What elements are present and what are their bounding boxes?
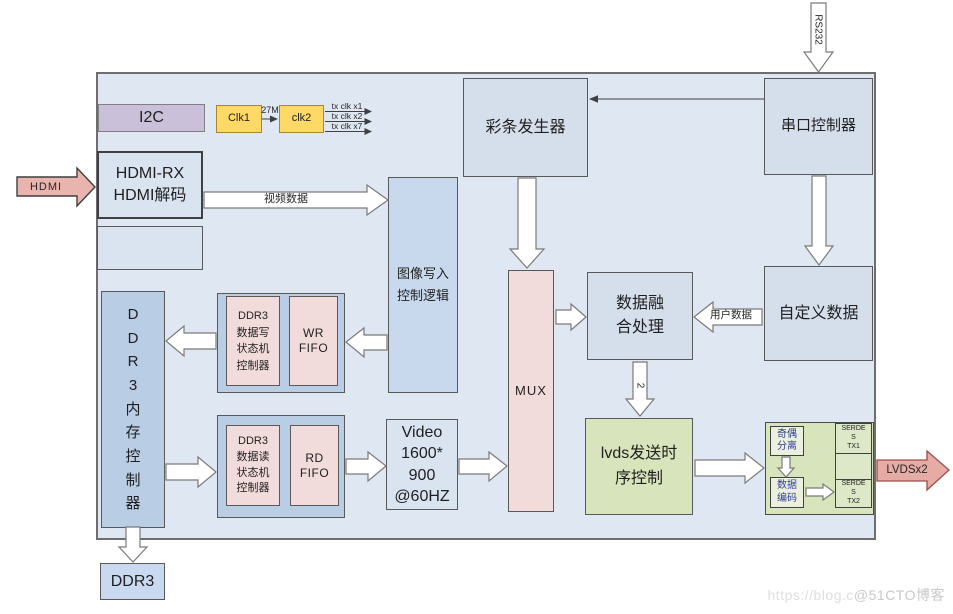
video-data-label: 视频数据 bbox=[264, 193, 308, 205]
hdmi-rx-decoder-block: HDMI-RX HDMI解码 bbox=[97, 151, 203, 219]
custom-data-block: 自定义数据 bbox=[764, 266, 873, 361]
data-encode-block: 数据 编码 bbox=[770, 477, 804, 508]
ddr3-read-fsm-block: DDR3 数据读 状态机 控制器 bbox=[226, 425, 280, 506]
fusion-bus-width-label: 2 bbox=[634, 382, 646, 389]
user-data-label: 用户数据 bbox=[710, 309, 752, 321]
lvds-out-label: LVDSx2 bbox=[886, 464, 928, 476]
watermark-suffix: @51CTO博客 bbox=[853, 587, 945, 603]
clk2-block: clk2 bbox=[279, 105, 324, 133]
serdes-tx2-block: SERDE S TX2 bbox=[835, 479, 872, 508]
tx-clk-x2-label: tx clk x2 bbox=[331, 111, 363, 121]
ddr3-memory-controller-block: D D R 3 内 存 控 制 器 bbox=[101, 291, 165, 528]
wr-fifo-block: WR FIFO bbox=[289, 296, 338, 386]
lvds-timing-control-block: lvds发送时 序控制 bbox=[585, 418, 693, 515]
watermark-prefix: https://blog.c bbox=[767, 587, 854, 603]
watermark: https://blog.c@51CTO博客 bbox=[768, 585, 945, 605]
image-write-control-block: 图像写入 控制逻辑 bbox=[388, 177, 458, 393]
mux-block: MUX bbox=[508, 270, 554, 512]
color-bar-generator-block: 彩条发生器 bbox=[463, 78, 588, 177]
data-fusion-block: 数据融 合处理 bbox=[587, 272, 693, 360]
serdes-tx1-block: SERDE S TX1 bbox=[835, 423, 872, 454]
hdmi-in-label: HDMI bbox=[29, 181, 63, 193]
ddr3-chip-block: DDR3 bbox=[100, 563, 165, 600]
tx-clk-x7-label: tx clk x7 bbox=[331, 121, 363, 131]
serial-port-controller-block: 串口控制器 bbox=[764, 78, 873, 175]
odd-even-split-block: 奇偶 分离 bbox=[770, 426, 804, 456]
video-format-block: Video 1600* 900 @60HZ bbox=[386, 419, 458, 510]
clk1-block: Clk1 bbox=[216, 105, 262, 133]
hdmi-rx-spare-block bbox=[97, 226, 203, 270]
i2c-block: I2C bbox=[98, 104, 205, 132]
rd-fifo-block: RD FIFO bbox=[290, 425, 339, 506]
serdes-mid-cell bbox=[835, 453, 872, 480]
tx-clk-x1-label: tx clk x1 bbox=[331, 101, 363, 111]
clk-27m-label: 27M bbox=[261, 105, 279, 115]
rs232-label: RS232 bbox=[812, 14, 824, 45]
ddr3-write-fsm-block: DDR3 数据写 状态机 控制器 bbox=[226, 296, 280, 386]
